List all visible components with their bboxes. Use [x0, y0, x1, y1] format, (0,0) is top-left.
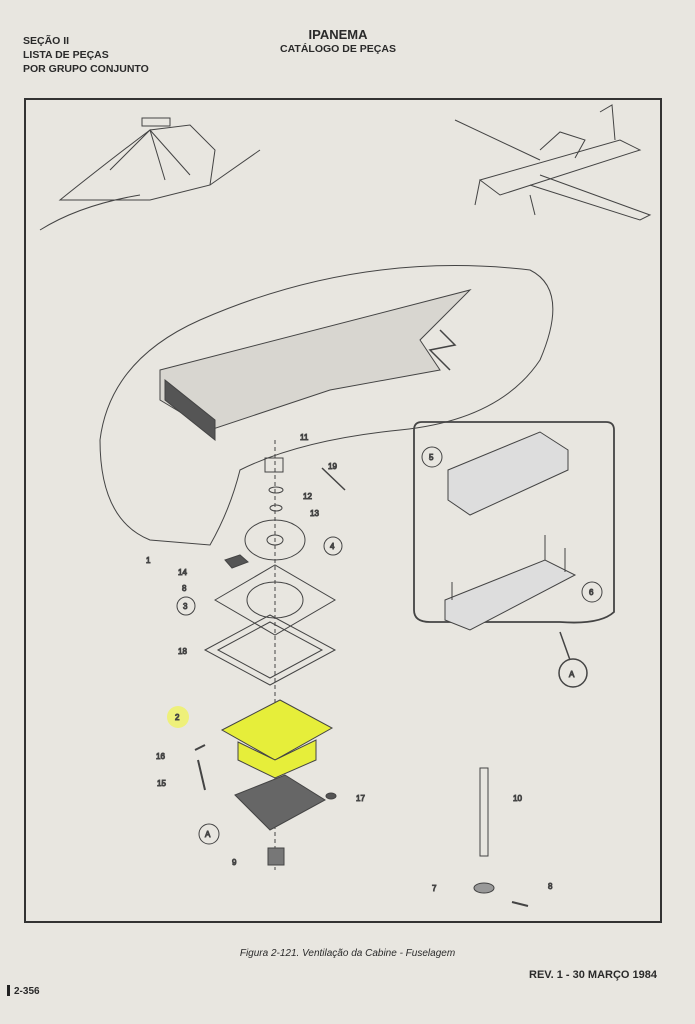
detail-a-inset — [413, 421, 615, 661]
callout-1: 1 — [146, 556, 151, 565]
callout-17: 17 — [356, 794, 365, 803]
callout-19: 19 — [328, 462, 337, 471]
rod-parts — [473, 767, 529, 907]
catalog-title: IPANEMA — [308, 27, 368, 42]
callout-15: 15 — [157, 779, 166, 788]
change-bar — [7, 985, 10, 996]
callout-9: 9 — [232, 858, 237, 867]
callout-labels: 11 19 12 13 4 1 14 8 3 18 2 16 15 17 A 9… — [146, 433, 603, 894]
callout-14: 14 — [178, 568, 187, 577]
callout-8: 8 — [182, 584, 187, 593]
callout-4: 4 — [330, 542, 335, 551]
list-label: LISTA DE PEÇAS — [23, 49, 109, 61]
revision-date: REV. 1 - 30 MARÇO 1984 — [529, 969, 657, 981]
cockpit-sketch — [39, 117, 261, 231]
page-number: 2-356 — [7, 985, 40, 997]
catalog-header: IPANEMA CATÁLOGO DE PEÇAS — [258, 28, 418, 56]
callout-2: 2 — [175, 713, 180, 722]
section-label: SEÇÃO II — [23, 35, 70, 47]
figure-caption: Figura 2-121. Ventilação da Cabine - Fus… — [239, 948, 456, 959]
callout-a-detail: A — [569, 670, 575, 679]
parts — [194, 457, 346, 866]
callout-11: 11 — [300, 433, 309, 442]
callout-3: 3 — [183, 602, 188, 611]
section-header: SEÇÃO II LISTA DE PEÇAS POR GRUPO CONJUN… — [23, 34, 149, 76]
catalog-subtitle: CATÁLOGO DE PEÇAS — [280, 43, 396, 55]
callout-8b: 8 — [548, 882, 553, 891]
callout-16: 16 — [156, 752, 165, 761]
callout-6: 6 — [589, 588, 594, 597]
figure-frame — [24, 98, 662, 923]
callout-7: 7 — [432, 884, 437, 893]
highlight-flange — [220, 699, 334, 761]
callout-5: 5 — [429, 453, 434, 462]
airplane-sketch — [454, 104, 652, 221]
fuselage-panel — [99, 265, 554, 546]
callout-12: 12 — [303, 492, 312, 501]
callout-18: 18 — [178, 647, 187, 656]
group-label: POR GRUPO CONJUNTO — [23, 63, 149, 75]
callout-10: 10 — [513, 794, 522, 803]
highlighted-part-2 — [220, 699, 334, 779]
callout-a: A — [205, 830, 211, 839]
page-number-text: 2-356 — [14, 986, 40, 997]
highlight-body — [237, 739, 317, 779]
callout-13: 13 — [310, 509, 319, 518]
